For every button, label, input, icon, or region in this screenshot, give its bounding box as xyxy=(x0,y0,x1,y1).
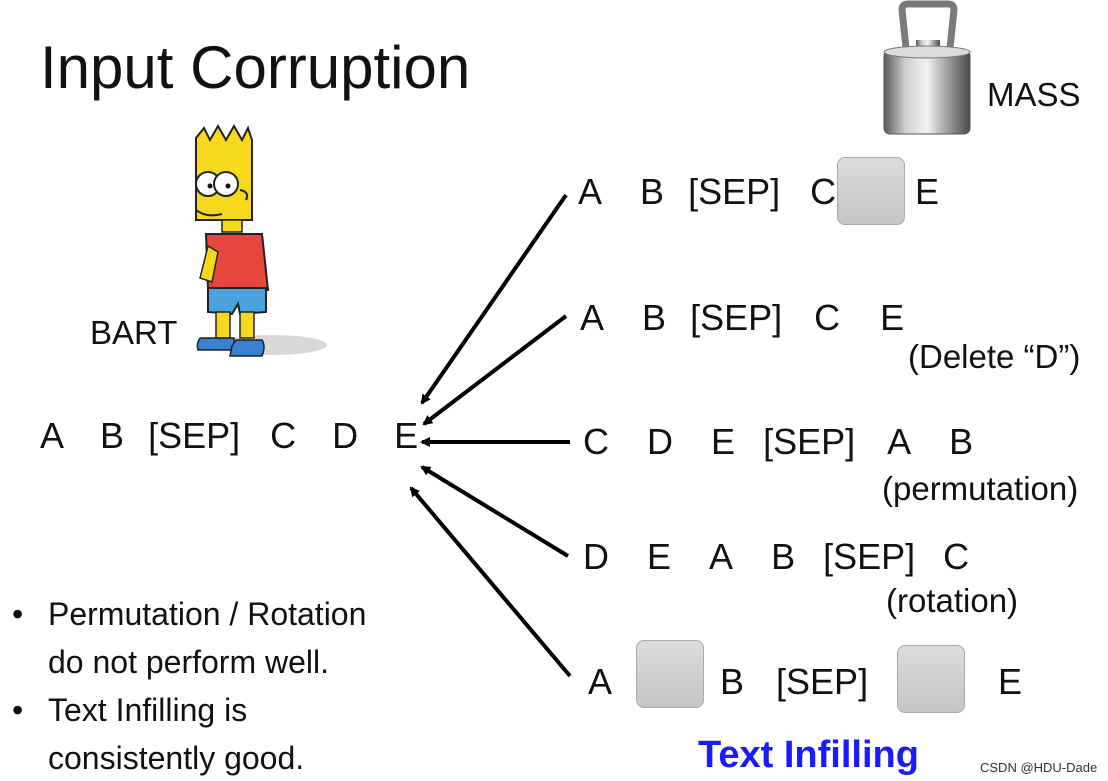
bullet-text: do not perform well. xyxy=(48,644,330,680)
token: E xyxy=(647,536,672,577)
arrow-from-rotation xyxy=(420,465,570,558)
original-sequence: A B [SEP] C D E xyxy=(40,418,418,454)
token: D xyxy=(647,421,674,462)
token: A xyxy=(709,536,734,577)
token: D xyxy=(583,536,609,577)
corruption-deletion: A B [SEP] C E xyxy=(580,300,904,336)
slide-title: Input Corruption xyxy=(40,34,471,101)
arrow-from-infilling xyxy=(409,486,572,678)
token: [SEP] xyxy=(823,536,916,577)
corruption-permutation: C D E [SEP] A B xyxy=(583,424,973,460)
bullet-item: • Text Infilling is consistently good. xyxy=(12,686,366,781)
corruption-rotation: D E A B [SEP] C xyxy=(583,539,969,575)
token: B xyxy=(100,415,125,456)
token: E xyxy=(711,421,736,462)
watermark: CSDN @HDU-Dade xyxy=(980,760,1098,775)
token: C xyxy=(814,297,841,338)
token: E xyxy=(880,297,905,338)
token: B xyxy=(642,297,667,338)
mask-token xyxy=(897,645,965,713)
token: A xyxy=(578,171,603,212)
token: [SEP] xyxy=(776,661,869,702)
token: E xyxy=(394,415,419,456)
token: C xyxy=(583,421,609,462)
token: B xyxy=(720,661,745,702)
token: A xyxy=(580,297,605,338)
bullet-text: consistently good. xyxy=(48,740,305,776)
token: C xyxy=(270,415,297,456)
bullet-dot: • xyxy=(12,692,24,728)
token: B xyxy=(771,536,796,577)
token: C xyxy=(943,536,970,577)
token: [SEP] xyxy=(763,421,856,462)
token: B xyxy=(640,171,665,212)
token: E xyxy=(998,661,1023,702)
mask-token xyxy=(636,640,704,708)
token: A xyxy=(887,421,912,462)
text-infilling-caption: Text Infilling xyxy=(698,734,919,776)
note-rotation: (rotation) xyxy=(886,582,1019,619)
bullet-dot: • xyxy=(12,596,24,632)
token: B xyxy=(949,421,974,462)
note-delete: (Delete “D”) xyxy=(908,338,1081,375)
arrow-from-mass xyxy=(420,193,568,405)
bullet-item: • Permutation / Rotation do not perform … xyxy=(12,590,366,686)
bullet-text: Text Infilling is xyxy=(48,692,248,728)
token: E xyxy=(915,171,940,212)
token: C xyxy=(810,171,837,212)
token: D xyxy=(332,415,359,456)
token: [SEP] xyxy=(690,297,783,338)
bart-label: BART xyxy=(90,314,178,351)
token: A xyxy=(40,415,65,456)
token: A xyxy=(588,661,613,702)
bullet-text: Permutation / Rotation xyxy=(48,596,367,632)
corruption-mass: A B [SEP] C xyxy=(578,174,836,210)
corruption-infilling-middle: B [SEP] xyxy=(720,664,868,700)
arrow-from-deletion xyxy=(422,314,568,426)
token: [SEP] xyxy=(688,171,781,212)
mask-token xyxy=(837,157,905,225)
note-permutation: (permutation) xyxy=(882,470,1079,507)
token: [SEP] xyxy=(148,415,241,456)
mass-label: MASS xyxy=(987,76,1081,113)
bullet-list: • Permutation / Rotation do not perform … xyxy=(12,590,366,781)
